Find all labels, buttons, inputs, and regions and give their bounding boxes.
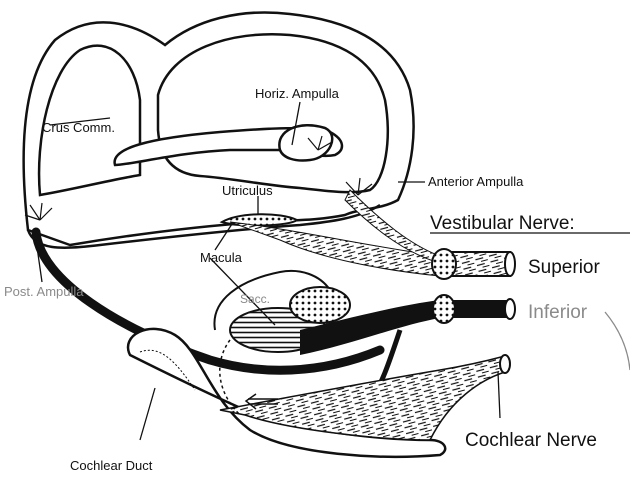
post-ampulla-label: Post. Ampulla: [4, 284, 84, 299]
cochlear-nerve-label: Cochlear Nerve: [465, 430, 597, 451]
utriculus-label: Utriculus: [222, 183, 273, 198]
sacc-label: Sacc.: [240, 292, 270, 306]
inferior-nerve-end: [505, 299, 515, 319]
inferior-ganglion: [433, 295, 455, 323]
saccule-ganglion-dots: [290, 287, 350, 323]
anterior-ampulla-label: Anterior Ampulla: [428, 174, 524, 189]
canal-inner-right: [158, 34, 388, 192]
horiz-ampulla-label: Horiz. Ampulla: [255, 86, 340, 101]
vestibular-nerve-label: Vestibular Nerve:: [430, 213, 575, 234]
cochlear-duct-label: Cochlear Duct: [70, 458, 153, 473]
superior-nerve-end: [505, 252, 515, 276]
crus-comm-label: Crus Comm.: [42, 120, 115, 135]
cochlear-nerve-end: [500, 355, 510, 373]
inferior-leader: [605, 312, 630, 370]
inferior-label: Inferior: [528, 302, 588, 323]
superior-label: Superior: [528, 257, 600, 278]
macula-label: Macula: [200, 250, 243, 265]
horiz-ampulla-bulb: [279, 125, 332, 160]
superior-ganglion: [432, 249, 456, 279]
